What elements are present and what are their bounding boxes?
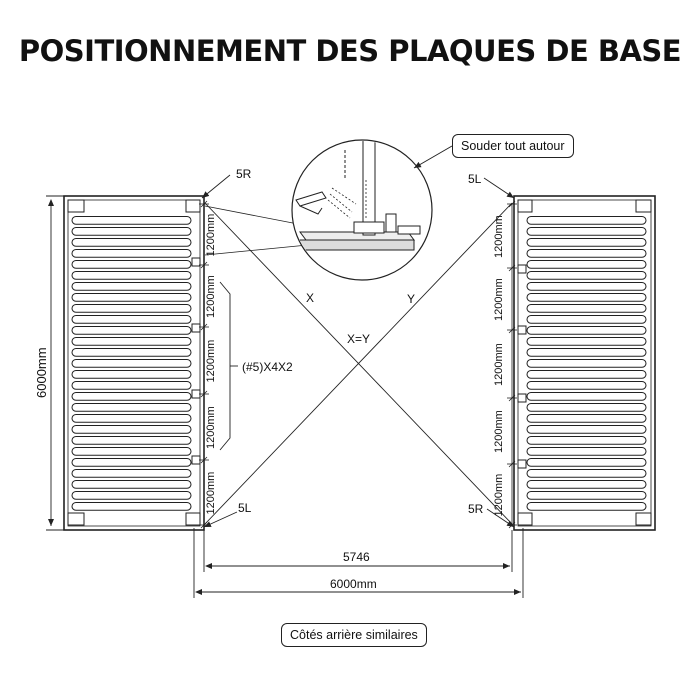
panel-rib <box>71 216 192 225</box>
panel-rib <box>71 381 192 390</box>
weld-callout-arrow <box>413 145 453 169</box>
panel-rib <box>526 249 647 258</box>
segment-dimension-label: 1200mm <box>493 474 505 517</box>
panel-rib <box>71 260 192 269</box>
corner-label-right-top: 5L <box>468 172 482 186</box>
panel-rib <box>526 414 647 423</box>
panel-rib <box>526 304 647 313</box>
panel-rib <box>71 480 192 489</box>
panel-rib <box>71 403 192 412</box>
weld-callout: Souder tout autour <box>452 134 574 158</box>
panel-rib <box>71 469 192 478</box>
panel-rib <box>71 502 192 511</box>
left-panel-ribs <box>71 216 192 511</box>
segment-dimension-label: 1200mm <box>493 278 505 321</box>
panel-rib <box>526 282 647 291</box>
panel-rib <box>526 447 647 456</box>
panel-rib <box>526 392 647 401</box>
right-container-panel <box>513 195 656 531</box>
left-height-dimension <box>46 195 64 531</box>
segment-dimension-label: 1200mm <box>493 215 505 258</box>
panel-rib <box>526 436 647 445</box>
panel-rib <box>526 480 647 489</box>
segment-dimension-label: 1200mm <box>205 406 217 449</box>
panel-rib <box>71 271 192 280</box>
panel-rib <box>526 381 647 390</box>
panel-rib <box>526 293 647 302</box>
panel-rib <box>526 458 647 467</box>
segment-dimension-label: 1200mm <box>493 410 505 453</box>
panel-rib <box>526 337 647 346</box>
panel-rib <box>71 370 192 379</box>
panel-rib <box>71 293 192 302</box>
panel-rib <box>526 502 647 511</box>
segment-dimension-label: 1200mm <box>493 343 505 386</box>
weld-detail-circle <box>291 139 433 281</box>
panel-rib <box>71 249 192 258</box>
right-segment-dimensions <box>507 200 517 529</box>
detail-leader-lines <box>204 205 319 256</box>
segment-dimension-label: 1200mm <box>205 275 217 318</box>
panel-rib <box>526 425 647 434</box>
panel-rib <box>71 337 192 346</box>
diagonal-label-y: Y <box>407 292 415 306</box>
corner-label-right-bottom: 5R <box>468 502 484 516</box>
right-panel-ribs <box>526 216 647 511</box>
panel-rib <box>71 304 192 313</box>
panel-rib <box>526 491 647 500</box>
diagonal-lines <box>204 202 513 525</box>
outer-width-label: 6000mm <box>330 577 377 591</box>
segment-labels: 1200mm 1200mm 1200mm 1200mm 1200mm 1200mm 1200… <box>205 214 505 517</box>
left-corner-plates <box>67 199 201 526</box>
footer-note: Côtés arrière similaires <box>281 623 427 647</box>
left-height-label: 6000mm <box>34 347 49 398</box>
panel-rib <box>71 326 192 335</box>
bottom-width-dimensions <box>193 528 524 598</box>
panel-rib <box>526 271 647 280</box>
panel-rib <box>526 238 647 247</box>
panel-rib <box>71 458 192 467</box>
panel-rib <box>71 447 192 456</box>
panel-rib <box>526 370 647 379</box>
panel-rib <box>71 491 192 500</box>
panel-rib <box>71 425 192 434</box>
panel-rib <box>71 348 192 357</box>
corner-label-left-bottom: 5L <box>238 501 252 515</box>
diagonal-equality-label: X=Y <box>347 332 370 346</box>
panel-rib <box>526 326 647 335</box>
plate-callout-bracket <box>219 281 231 451</box>
panel-rib <box>71 414 192 423</box>
panel-rib <box>526 216 647 225</box>
left-segment-dimensions <box>199 200 209 529</box>
panel-rib <box>71 315 192 324</box>
segment-dimension-label: 1200mm <box>205 214 217 257</box>
panel-rib <box>71 392 192 401</box>
panel-rib <box>526 359 647 368</box>
panel-rib <box>526 315 647 324</box>
segment-dimension-label: 1200mm <box>205 340 217 383</box>
diagonal-label-x: X <box>306 291 314 305</box>
panel-rib <box>526 348 647 357</box>
panel-rib <box>526 227 647 236</box>
panel-rib <box>71 238 192 247</box>
corner-label-leaders <box>201 174 515 528</box>
plate-callout-label: (#5)X4X2 <box>242 360 293 374</box>
inner-width-label: 5746 <box>343 550 370 564</box>
right-corner-plates <box>517 199 652 526</box>
panel-rib <box>526 469 647 478</box>
panel-rib <box>71 436 192 445</box>
page-title: POSITIONNEMENT DES PLAQUES DE BASE <box>18 34 682 68</box>
panel-rib <box>526 403 647 412</box>
panel-rib <box>526 260 647 269</box>
panel-rib <box>71 359 192 368</box>
left-container-panel <box>63 195 205 531</box>
segment-dimension-label: 1200mm <box>205 472 217 515</box>
panel-rib <box>71 227 192 236</box>
corner-label-left-top: 5R <box>236 167 252 181</box>
panel-rib <box>71 282 192 291</box>
